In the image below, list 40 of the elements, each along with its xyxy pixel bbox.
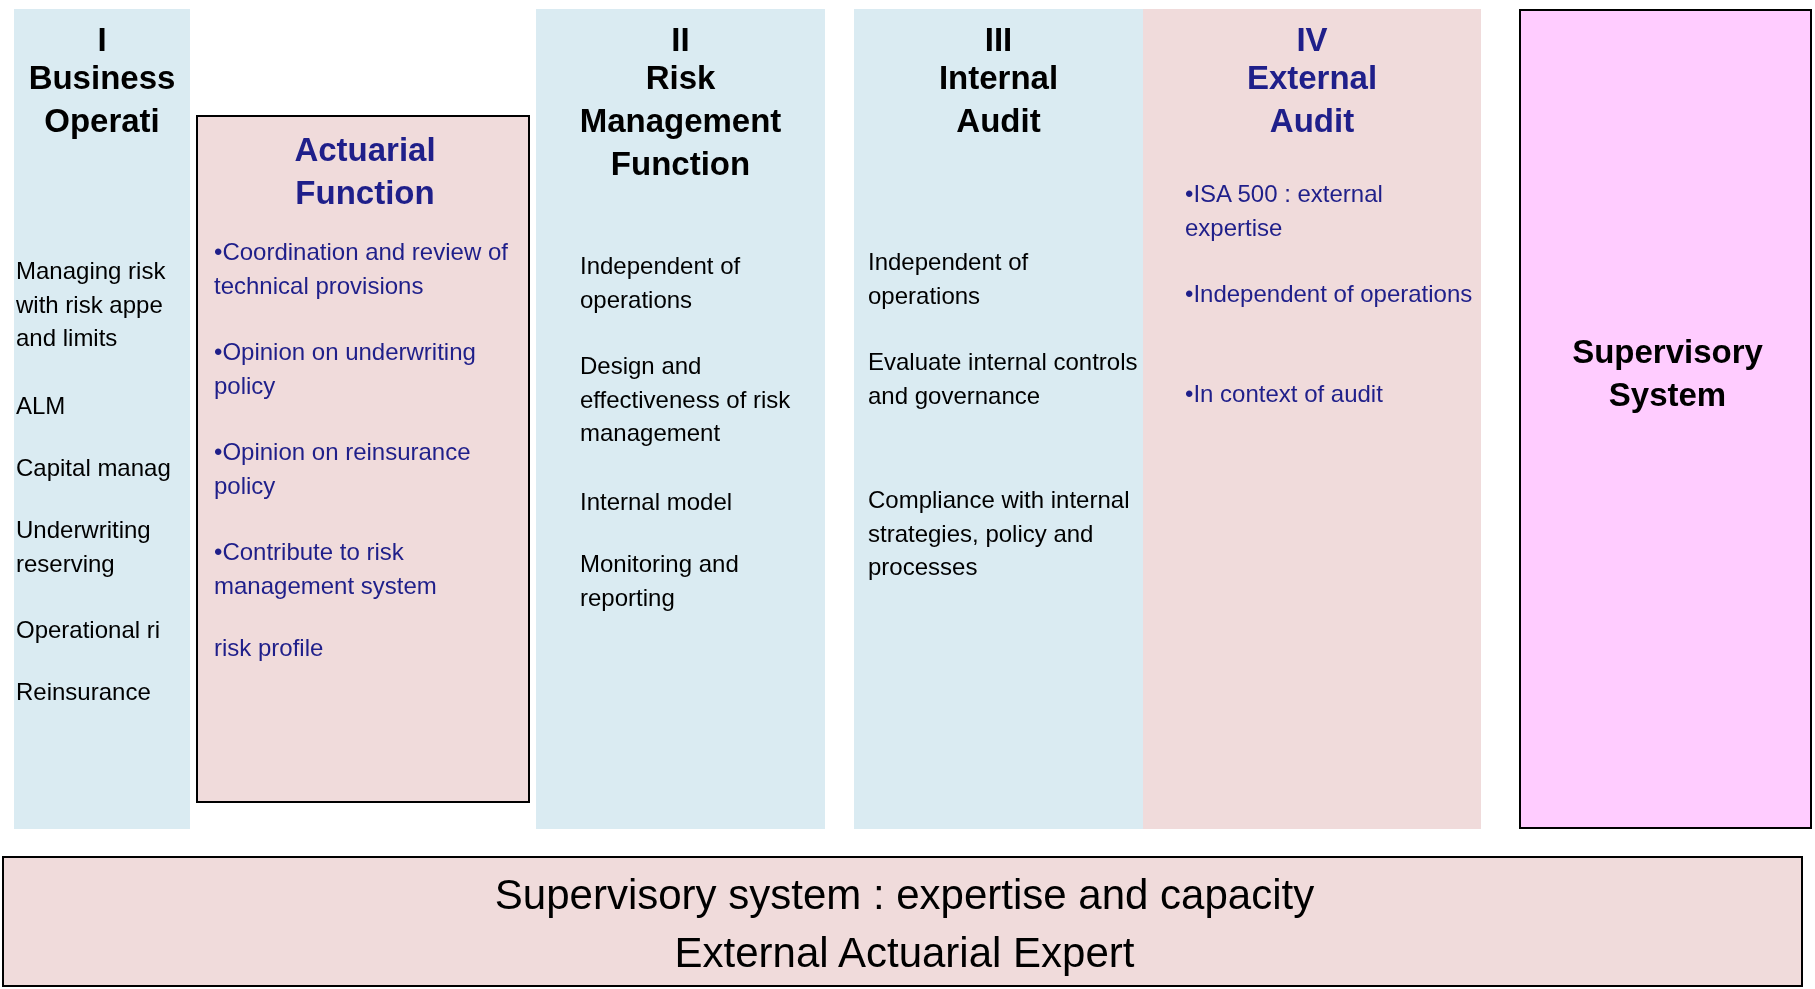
heading: IV: [1295, 20, 1329, 60]
heading: Risk Management Function: [578, 58, 783, 184]
function-panel: [196, 115, 530, 803]
column-panel: [536, 9, 825, 829]
heading: I: [96, 20, 108, 60]
heading: III: [983, 20, 1014, 60]
item-text: Internal model: [580, 487, 734, 517]
column-panel: [1143, 9, 1481, 829]
item-text: risk profile: [214, 633, 325, 663]
banner-box: [2, 856, 1803, 987]
item-text: •Contribute to risk management system: [214, 537, 438, 601]
column-panel: [854, 9, 1143, 829]
heading: External Audit: [1245, 58, 1379, 141]
banner-text: Supervisory system : expertise and capacity: [493, 870, 1316, 920]
item-text: Operational ri: [16, 615, 162, 645]
heading: II: [670, 20, 691, 60]
item-text: •Independent of operations: [1185, 279, 1474, 309]
item-text: Compliance with internal strategies, policy and processes: [868, 485, 1131, 583]
item-text: Underwriting reserving: [16, 515, 152, 579]
item-text: Reinsurance: [16, 677, 152, 707]
item-text: Managing risk with risk appe and limits: [16, 256, 167, 354]
item-text: Design and effectiveness of risk management: [580, 351, 792, 449]
item-text: •Opinion on reinsurance policy: [214, 437, 472, 501]
item-text: •In context of audit: [1185, 379, 1384, 409]
item-text: Independent of operations: [580, 251, 742, 315]
item-text: Independent of operations: [868, 247, 1030, 311]
heading: Actuarial Function: [293, 130, 437, 213]
item-text: Monitoring and reporting: [580, 549, 740, 613]
item-text: •Coordination and review of technical provisions: [214, 237, 509, 301]
item-text: Capital manag: [16, 453, 172, 483]
supervisor-panel: [1519, 9, 1812, 829]
heading: Business Operati: [27, 58, 177, 141]
column-panel: [14, 9, 190, 829]
item-text: Evaluate internal controls and governance: [868, 347, 1138, 411]
item-text: •ISA 500 : external expertise: [1185, 179, 1384, 243]
item-text: •Opinion on underwriting policy: [214, 337, 477, 401]
heading: Supervisory System: [1571, 332, 1764, 415]
banner-text: External Actuarial Expert: [673, 928, 1136, 978]
heading: Internal Audit: [937, 58, 1060, 141]
item-text: ALM: [16, 391, 67, 421]
